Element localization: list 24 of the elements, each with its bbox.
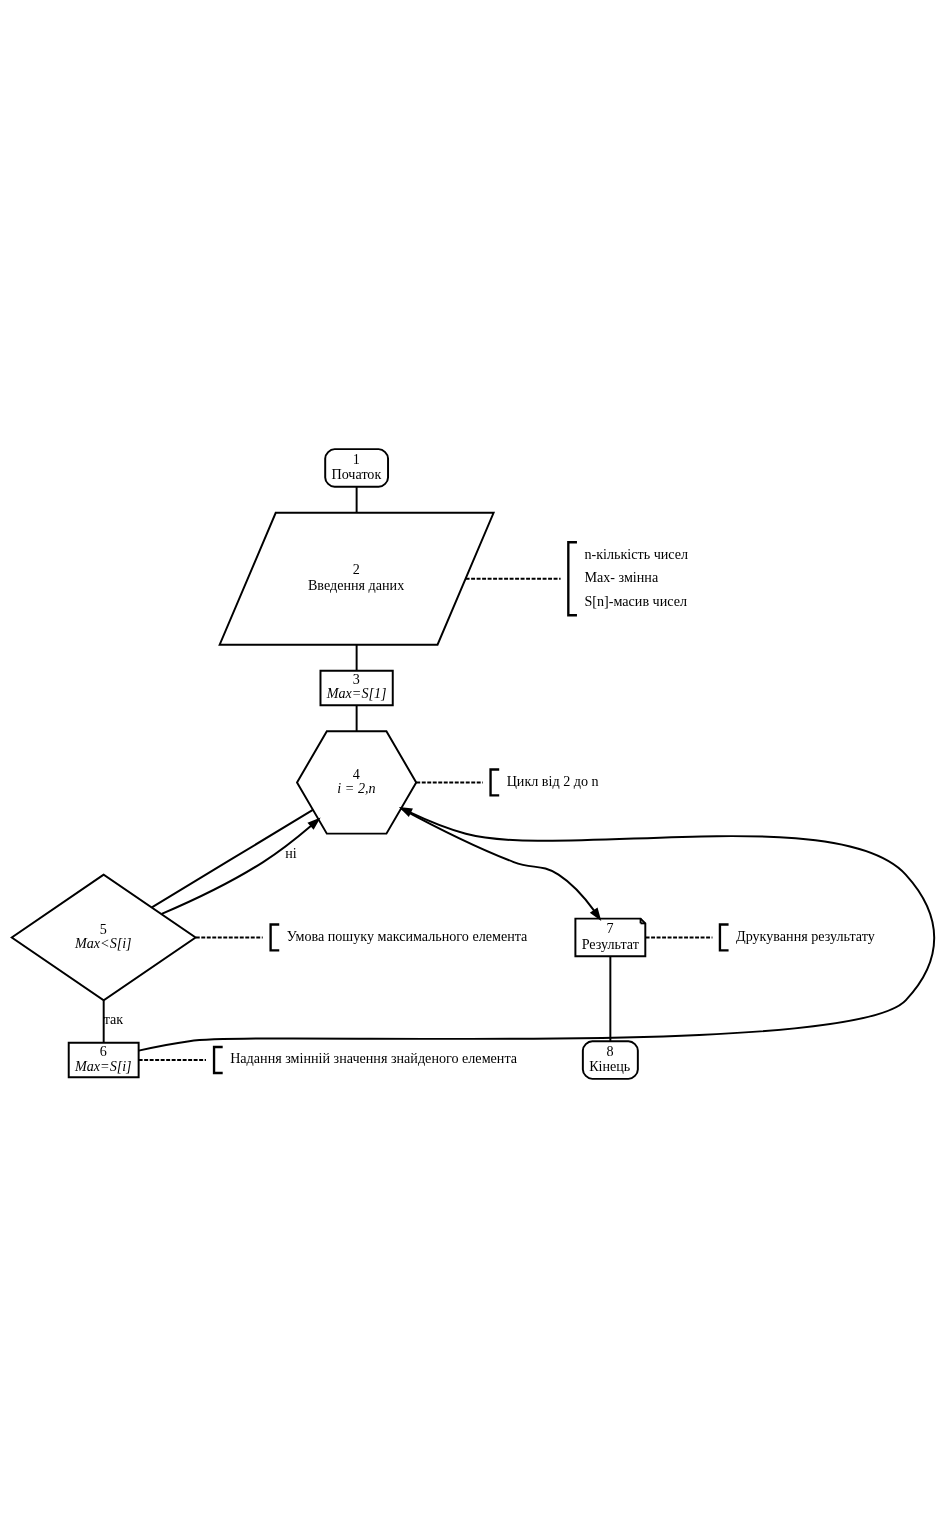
connector [609,955,612,1042]
connector [355,704,358,733]
node-text: Надання змінній значення знайденого елемента [230,1050,518,1067]
connector [150,808,314,909]
edge-label: ні [285,844,297,861]
connector [194,936,264,939]
node-diamond: 5 Max<S[i] [10,873,198,1002]
node-text: Умова пошуку максимального елемента [286,927,528,944]
arrow [137,806,936,1052]
node-text: Друкування результату [736,927,875,944]
connector [415,781,484,784]
connector [464,577,562,580]
node-text: n-кількість чисел Max- змінна S[n]-масив чисел [584,545,689,609]
node-text: Цикл від 2 до n [506,772,599,789]
connector [137,1059,207,1061]
connector [355,486,358,514]
connector [355,643,358,672]
arrow [160,817,321,915]
node-box: 3 Max=S[1] [319,669,394,707]
node-box: 6 Max=S[i] [67,1041,140,1079]
arrow [400,807,602,922]
node-box: 1 Початок [324,448,390,488]
node-box: 8 Кінець [581,1040,639,1080]
connector [102,999,105,1044]
